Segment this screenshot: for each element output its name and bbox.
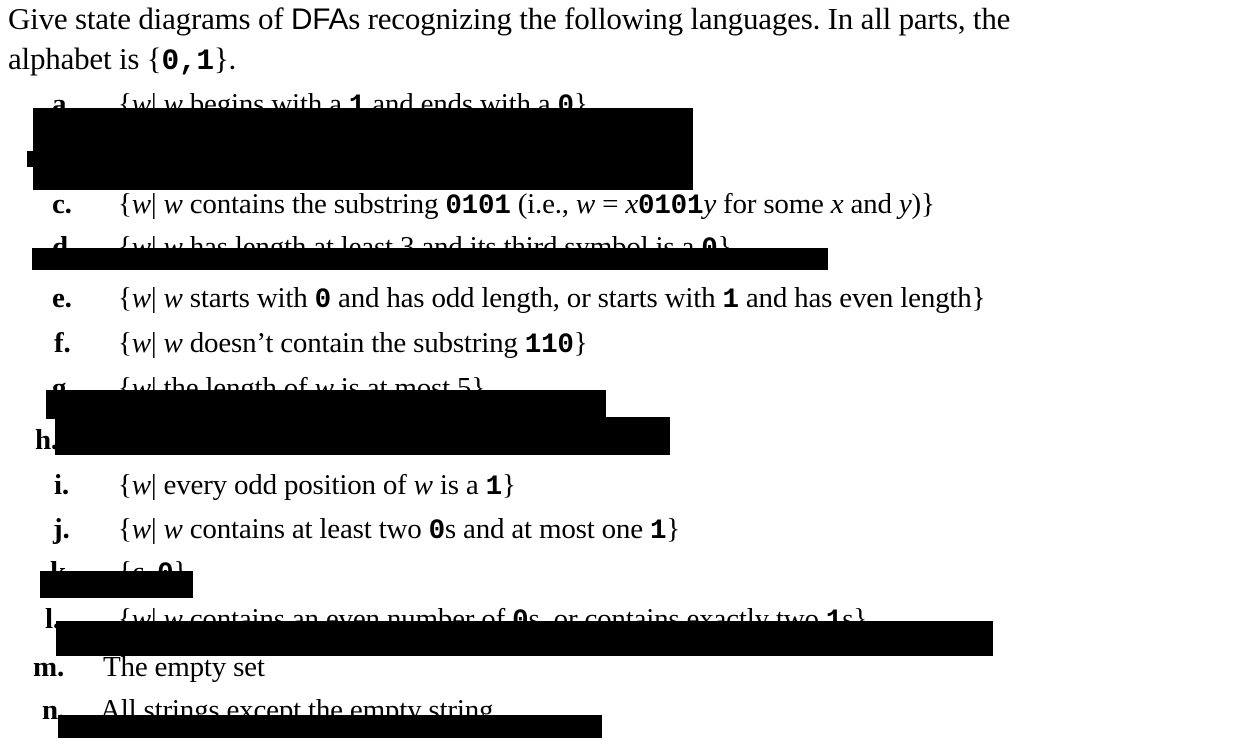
text-segment: w: [163, 327, 183, 359]
text-segment: 0101: [638, 191, 704, 222]
text-segment: contains the substring: [182, 188, 446, 220]
item-text-m: The empty set: [103, 653, 265, 682]
text-segment: w: [413, 469, 433, 501]
text-segment: 0: [428, 516, 446, 547]
text-segment: }.: [213, 41, 237, 76]
text-segment: )}: [911, 188, 935, 220]
text-segment: w: [163, 282, 183, 314]
text-segment: and has odd length, or starts with: [330, 282, 723, 314]
text-segment: |: [150, 513, 164, 545]
text-segment: starts with: [182, 282, 315, 314]
text-segment: x: [625, 188, 638, 220]
redaction-bar-n: [58, 715, 602, 738]
text-segment: w: [575, 188, 596, 220]
text-segment: w: [131, 282, 151, 314]
text-segment: 110: [524, 330, 574, 361]
text-segment: for some: [716, 188, 831, 220]
text-segment: 0,1: [161, 44, 214, 78]
text-segment: y: [703, 188, 716, 220]
text-segment: s recognizing the following languages. I…: [348, 1, 1011, 36]
item-label-j: j.: [53, 513, 70, 545]
text-segment: {: [118, 188, 132, 220]
redaction-bar-d: [32, 248, 828, 270]
item-label-i: i.: [54, 469, 69, 501]
item-text-i: {w| every odd position of w is a 1}: [118, 471, 516, 502]
redaction-nub-ab: [27, 151, 34, 167]
text-segment: w: [163, 188, 183, 220]
item-label-f: f.: [54, 327, 71, 359]
text-segment: and has even length}: [738, 282, 986, 314]
item-text-c: {w| w contains the substring 0101 (i.e.,…: [118, 190, 935, 221]
text-segment: w: [131, 469, 151, 501]
text-segment: Give state diagrams of: [8, 1, 291, 36]
redaction-bar-h: [55, 417, 670, 455]
text-segment: |: [150, 282, 164, 314]
text-segment: The empty set: [103, 651, 265, 683]
item-label-c: c.: [52, 188, 72, 220]
text-segment: doesn’t contain the substring: [182, 327, 525, 359]
text-segment: }: [501, 469, 516, 501]
text-segment: 1: [649, 516, 667, 547]
text-segment: |: [150, 88, 164, 120]
text-segment: y: [898, 188, 912, 220]
item-label-m: m.: [33, 651, 65, 683]
text-segment: 1: [485, 472, 503, 503]
text-segment: alphabet is {: [8, 41, 162, 76]
text-segment: 1: [722, 285, 739, 316]
text-segment: w: [131, 513, 151, 545]
redaction-bar-k: [40, 571, 193, 598]
text-segment: 0101: [445, 191, 511, 222]
text-segment: DFA: [290, 3, 349, 36]
text-segment: w: [131, 327, 151, 359]
text-segment: }: [666, 513, 681, 545]
text-segment: | every odd position of: [150, 469, 414, 501]
item-label-h: h.: [35, 424, 58, 456]
item-text-f: {w| w doesn’t contain the substring 110}: [118, 327, 588, 361]
text-segment: w: [131, 188, 151, 220]
text-segment: w: [163, 513, 183, 545]
text-segment: {: [118, 327, 132, 359]
text-segment: }: [573, 327, 588, 359]
redaction-block-ab: [33, 108, 693, 190]
item-text-e: {w| w starts with 0 and has odd length, …: [118, 284, 985, 315]
text-segment: |: [150, 231, 164, 263]
redaction-bar-l: [56, 621, 993, 656]
text-segment: |: [150, 603, 164, 635]
text-segment: =: [595, 188, 626, 220]
text-segment: |: [150, 327, 164, 359]
item-text-j: {w| w contains at least two 0s and at mo…: [118, 515, 680, 546]
item-text-intro-2: alphabet is {0,1}.: [8, 43, 236, 76]
text-segment: (i.e.,: [510, 188, 576, 220]
text-segment: contains at least two: [182, 513, 429, 545]
text-segment: and: [843, 188, 899, 220]
redaction-bar-g: [46, 390, 606, 419]
text-segment: 0: [314, 285, 332, 316]
text-segment: s and at most one: [444, 513, 650, 545]
item-label-e: e.: [52, 282, 72, 314]
text-segment: is a: [432, 469, 486, 501]
item-text-intro-1: Give state diagrams of DFAs recognizing …: [8, 3, 1010, 35]
text-segment: {: [118, 282, 132, 314]
text-segment: {: [118, 469, 132, 501]
text-segment: x: [830, 188, 844, 220]
text-segment: {: [118, 513, 132, 545]
text-segment: |: [150, 188, 164, 220]
